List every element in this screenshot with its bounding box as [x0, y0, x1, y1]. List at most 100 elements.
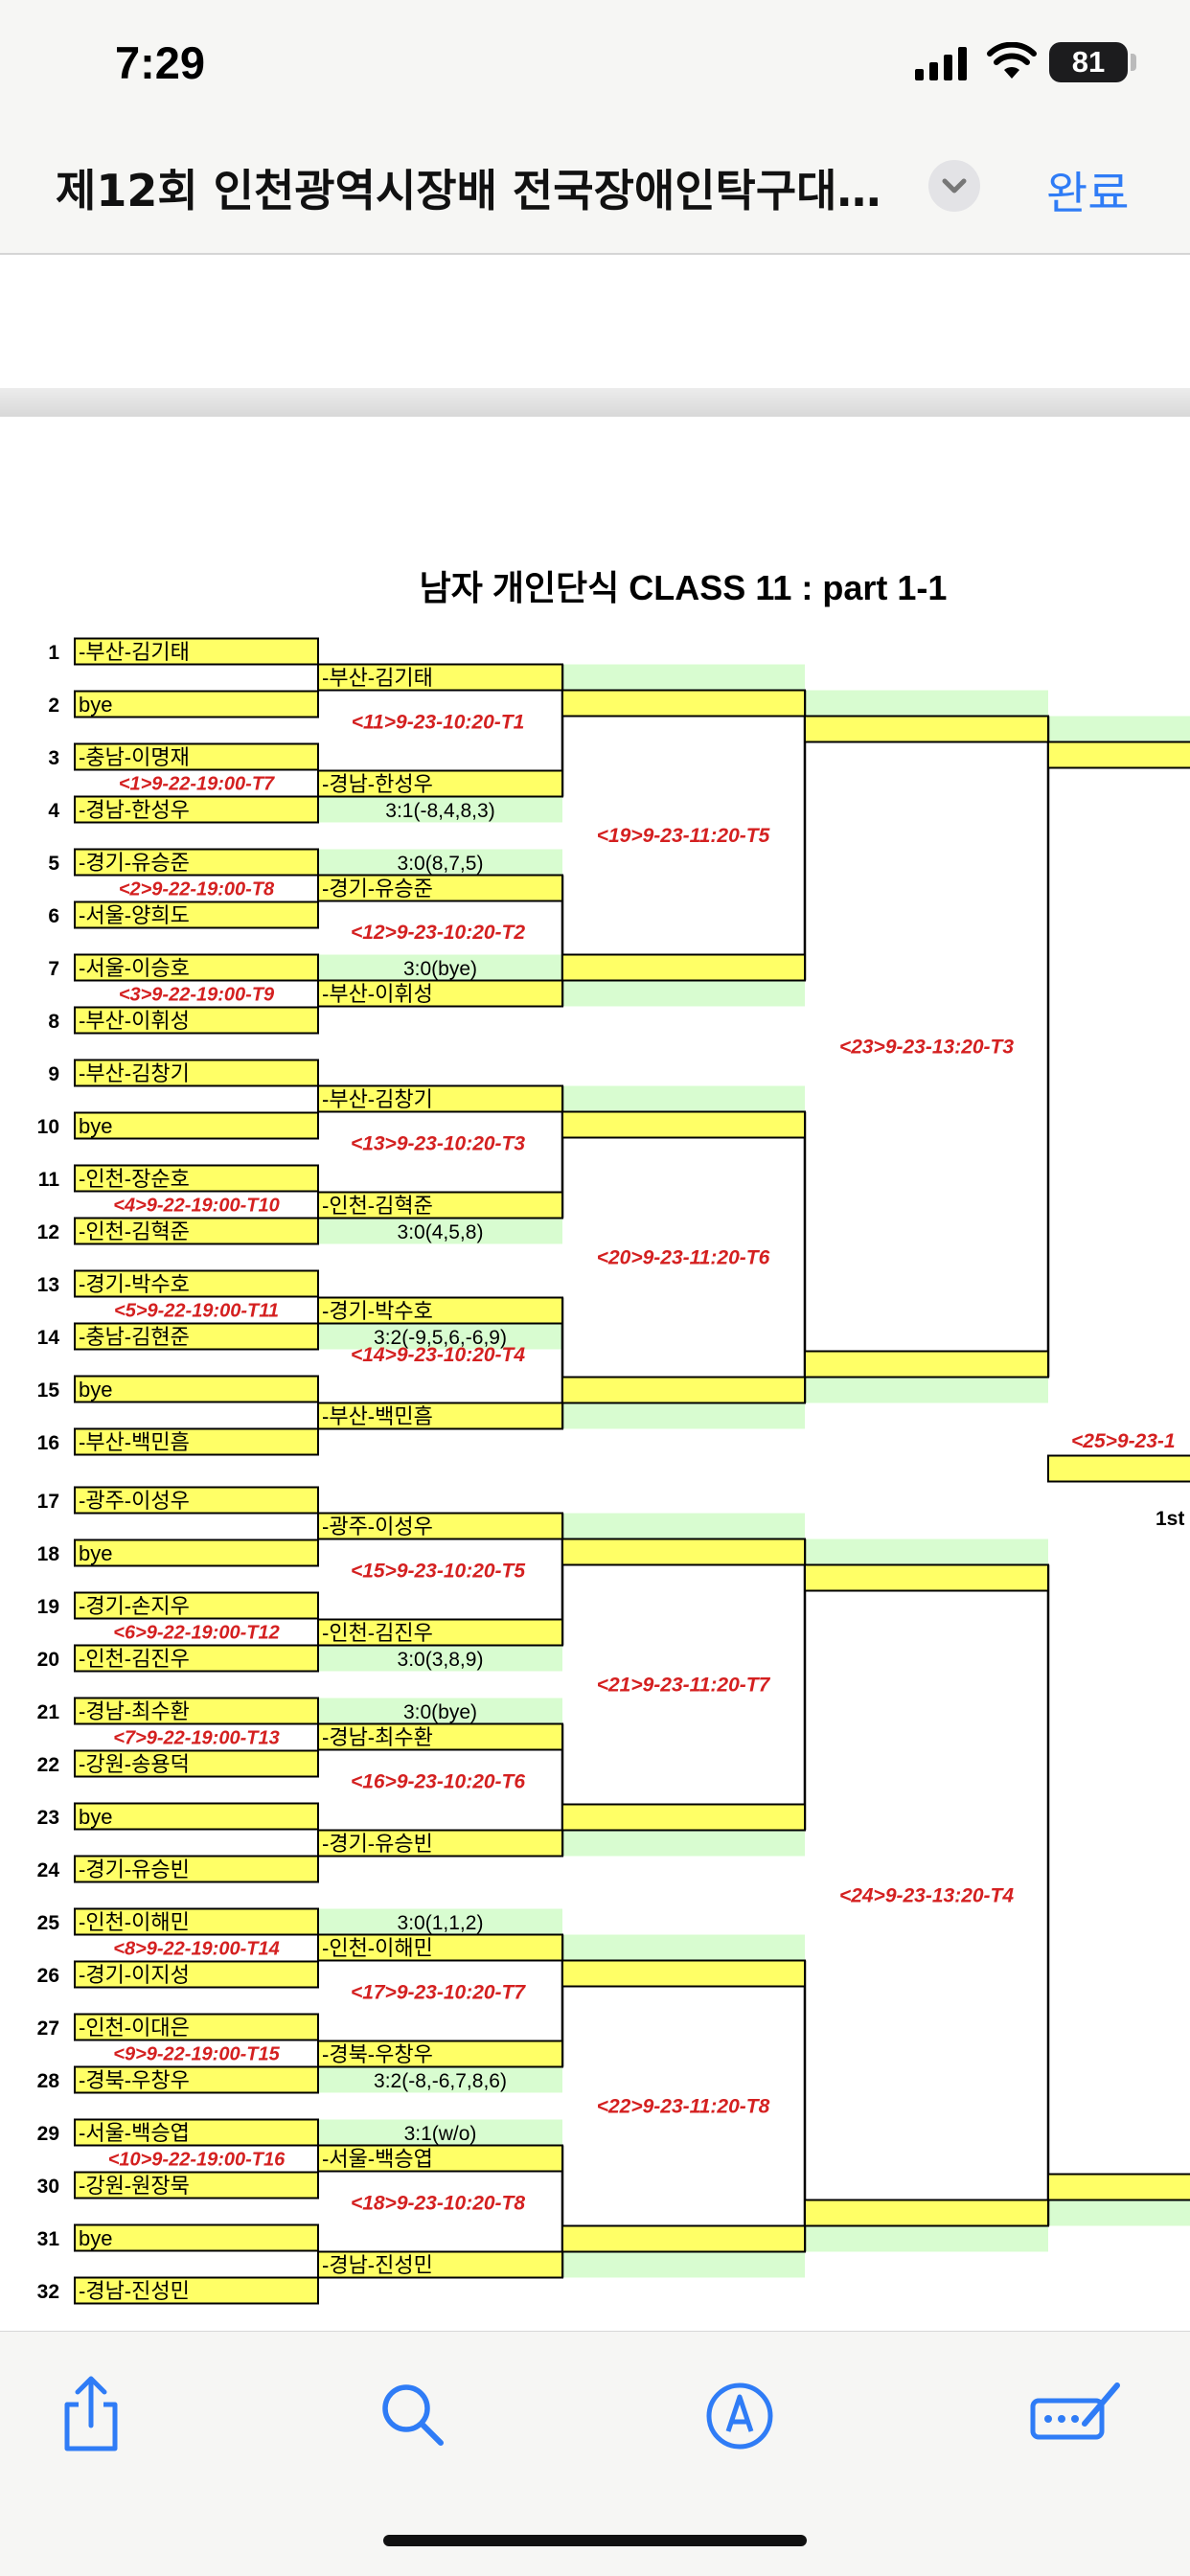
match-score: 3:1(w/o) — [404, 2123, 477, 2145]
bye-advance-box — [317, 2250, 563, 2279]
winner-name: -부산-김기태 — [322, 666, 433, 690]
seed-number: 3 — [48, 747, 59, 769]
entry-box — [74, 2171, 319, 2200]
match-score: 3:1(-8,4,8,3) — [385, 800, 494, 822]
share-icon[interactable] — [59, 2376, 123, 2452]
match-label: <17>9-23-10:20-T7 — [351, 1982, 526, 2004]
entry-box — [74, 1375, 319, 1403]
entry-name: -경북-우창우 — [79, 2068, 190, 2092]
score-cell — [1048, 716, 1190, 742]
entry-box — [74, 1059, 319, 1087]
entry-name: -인천-김혁준 — [79, 1220, 190, 1243]
seed-number: 31 — [37, 2228, 60, 2250]
winner-name: -경기-박수호 — [322, 1299, 433, 1323]
entry-box — [74, 1855, 319, 1883]
seed-number: 25 — [37, 1912, 60, 1934]
search-icon[interactable] — [379, 2382, 446, 2449]
entry-name: -경기-유승준 — [79, 851, 190, 875]
entry-box — [74, 1802, 319, 1831]
entry-name: bye — [79, 1541, 112, 1565]
seed-number: 18 — [37, 1543, 60, 1565]
seed-number: 24 — [37, 1859, 60, 1881]
entry-name: -서울-백승엽 — [79, 2121, 190, 2145]
score-cell — [562, 1513, 805, 1539]
match-label: <4>9-22-19:00-T10 — [113, 1196, 279, 1217]
entry-name: -강원-원장묵 — [79, 2174, 190, 2198]
winner-name: -경북-우창우 — [322, 2042, 433, 2066]
entry-name: -인천-장순호 — [79, 1167, 190, 1191]
match-score: 3:0(8,7,5) — [398, 853, 484, 875]
score-cell — [562, 664, 805, 691]
match-label: <18>9-23-10:20-T8 — [351, 2193, 525, 2215]
winner-box — [317, 979, 563, 1008]
match-label: <13>9-23-10:20-T3 — [351, 1133, 525, 1155]
entry-box — [74, 1907, 319, 1936]
seed-number: 13 — [37, 1274, 59, 1296]
winner-name: -경남-진성민 — [322, 2253, 433, 2277]
entry-box — [74, 1427, 319, 1456]
entry-name: -부산-김기태 — [79, 640, 190, 664]
entry-box — [74, 1960, 319, 1989]
cellular-signal-icon — [915, 47, 967, 80]
entry-box — [74, 1217, 319, 1245]
annotate-icon[interactable] — [1029, 2380, 1123, 2443]
match-label: <8>9-22-19:00-T14 — [113, 1939, 279, 1960]
entry-name: -경기-손지우 — [79, 1594, 190, 1618]
done-button[interactable]: 완료 — [1046, 168, 1130, 220]
entry-name: -경남-진성민 — [79, 2279, 190, 2303]
entry-box — [74, 2276, 319, 2305]
entry-box — [74, 1539, 319, 1567]
entry-name: -부산-김창기 — [79, 1061, 190, 1085]
placement-label: 1st — [1156, 1508, 1184, 1530]
seed-number: 2 — [48, 695, 59, 717]
seed-number: 17 — [37, 1491, 59, 1513]
score-cell — [318, 849, 562, 876]
score-cell — [805, 690, 1048, 717]
match-label: <3>9-22-19:00-T9 — [119, 985, 275, 1006]
bye-advance-box — [317, 1829, 563, 1858]
seed-number: 1 — [48, 642, 59, 664]
page-separator — [0, 388, 1190, 417]
winner-box — [317, 1933, 563, 1962]
markup-icon[interactable] — [705, 2382, 774, 2451]
round4-result-box — [1047, 741, 1190, 769]
entry-name: -충남-김현준 — [79, 1325, 190, 1349]
winner-name: -인천-이해민 — [322, 1936, 433, 1960]
entry-name: -경기-박수호 — [79, 1272, 190, 1296]
winner-name: -부산-이휘성 — [322, 982, 433, 1006]
entry-name: -인천-김진우 — [79, 1647, 190, 1671]
seed-number: 22 — [37, 1754, 59, 1776]
score-cell — [318, 2119, 562, 2146]
entry-name: -서울-양희도 — [79, 903, 190, 927]
entry-box — [74, 1322, 319, 1351]
status-bar: 7:29 81 — [0, 0, 1190, 129]
status-time: 7:29 — [115, 37, 206, 88]
entry-name: -부산-백민흠 — [79, 1430, 190, 1454]
seed-number: 26 — [37, 1965, 59, 1987]
title-menu-button[interactable] — [928, 160, 980, 212]
seed-number: 12 — [37, 1221, 59, 1243]
match-label: <22>9-23-11:20-T8 — [597, 2096, 770, 2118]
winner-name: -경기-유승빈 — [322, 1832, 433, 1856]
winner-box — [317, 2040, 563, 2068]
seed-number: 20 — [37, 1649, 59, 1671]
entry-name: bye — [79, 1805, 112, 1829]
winner-box — [317, 769, 563, 798]
seed-number: 29 — [37, 2123, 59, 2145]
entry-name: -경남-한성우 — [79, 798, 190, 822]
seed-number: 14 — [37, 1327, 60, 1349]
nav-bar: 제12회 인천광역시장배 전국장애인탁구대… 완료 — [0, 129, 1190, 255]
score-cell — [318, 954, 562, 981]
score-cell — [1048, 2200, 1190, 2226]
match-label: <2>9-22-19:00-T8 — [119, 879, 275, 900]
score-cell — [805, 1539, 1048, 1565]
entry-name: -충남-이명재 — [79, 745, 190, 769]
match-label: <7>9-22-19:00-T13 — [113, 1728, 279, 1749]
entry-name: -인천-이대은 — [79, 2016, 190, 2040]
entry-name: -부산-이휘성 — [79, 1009, 190, 1033]
bye-advance-box — [317, 1402, 563, 1430]
match-label: <19>9-23-11:20-T5 — [597, 825, 770, 847]
winner-name: -경남-한성우 — [322, 772, 433, 796]
